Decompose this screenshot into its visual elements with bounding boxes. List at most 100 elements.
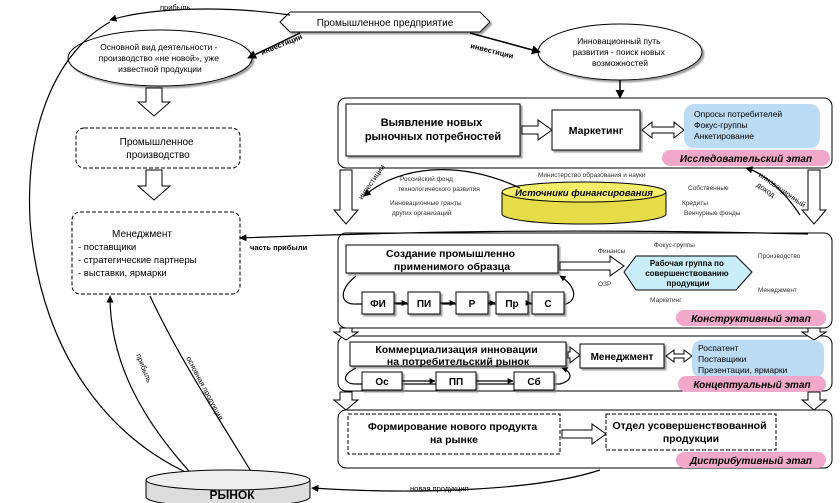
- svg-text:Коммерциализация инновации: Коммерциализация инновации на потребител…: [375, 344, 540, 368]
- innovative-path-line-3: возможностей: [592, 58, 648, 68]
- main-activity-line-2: производство «не новой», уже: [99, 53, 220, 63]
- hollow-arrow-commercialization-management: [567, 345, 581, 365]
- arrow-profit-big-curve: [28, 21, 231, 489]
- workgroup-line-2: совершенствованию: [645, 269, 729, 278]
- fin-note-left-2: технологического развития: [398, 186, 480, 193]
- constructive-step-label-4: Пр: [505, 299, 518, 310]
- commercialization-line-2: на потребительский рынок: [387, 356, 530, 368]
- research-stage-text: Исследовательский этап: [680, 154, 812, 165]
- conceptual-item-1: Роспатент: [698, 343, 739, 353]
- market-node: РЫНОК: [145, 469, 311, 503]
- improved-products-dept-box: Отдел усовершенствованной продукции: [605, 413, 777, 451]
- main-activity-line-3: известной продукции: [118, 64, 202, 74]
- constructive-step-5: С: [531, 291, 565, 315]
- workgroup-note-management: Менеджмент: [758, 287, 797, 294]
- conceptual-info-box: Роспатент Поставщики Презентации, ярмарк…: [692, 340, 824, 378]
- innovative-path-node: Инновационный путь развития - поиск новы…: [537, 23, 703, 81]
- svg-text:Основной вид деятельности -: Основной вид деятельности - производство…: [99, 42, 222, 74]
- hollow-arrow-down-left-3: [332, 391, 360, 411]
- industrial-production-line-1: Промышленное: [120, 137, 194, 148]
- marketing-item-3: Анкетирование: [694, 131, 754, 141]
- fin-note-left-3: Инновационные гранты: [390, 200, 462, 207]
- svg-text:Промышленное производств: Промышленное производство: [120, 137, 197, 161]
- constructive-step-4: Пр: [495, 291, 529, 315]
- svg-text:Выявление новых рыночных: Выявление новых рыночных потребностей: [365, 117, 501, 143]
- innovative-path-line-2: развития - поиск новых: [573, 47, 666, 57]
- constructive-stage-text: Конструктивный этап: [691, 314, 810, 325]
- conceptual-step-label-3: Сб: [527, 376, 540, 388]
- fin-note-right-1: Министерство образования и науки: [538, 171, 646, 179]
- conceptual-step-1: Ос: [361, 371, 403, 391]
- svg-text:Инновационный путь разви: Инновационный путь развития - поиск новы…: [573, 36, 667, 68]
- conceptual-step-2: ПП: [435, 371, 477, 391]
- fin-note-right-3: Кредиты: [682, 200, 708, 207]
- research-stage-label: Исследовательский этап: [662, 150, 830, 166]
- workgroup-note-ozr: ОЗР: [598, 281, 611, 288]
- industrial-production-node: Промышленное производство: [75, 127, 241, 169]
- arrow-profit-top: [109, 8, 291, 22]
- conceptual-step-label-2: ПП: [449, 377, 463, 388]
- arrow-profit-left: [106, 295, 201, 484]
- financing-sources-disk: Источники финансирования: [501, 181, 667, 225]
- innovative-path-line-1: Инновационный путь: [577, 36, 661, 46]
- label-part-profit: часть прибыли: [250, 243, 308, 252]
- hollow-arrow-research-marketing: [521, 119, 553, 141]
- fin-note-left-4: других организаций: [392, 209, 452, 217]
- workgroup-node: Рабочая группа по совершенствованию прод…: [623, 255, 753, 291]
- label-main-products: основная продукция: [184, 355, 225, 422]
- hollow-arrow-1: [136, 87, 172, 117]
- label-profit-top: прибыль: [160, 3, 190, 12]
- enterprise-label: Промышленное предприятие: [317, 18, 454, 29]
- arrow-to-innovative-path: [469, 32, 541, 55]
- hollow-arrow-product-dept: [561, 423, 607, 445]
- conceptual-management-box: Менеджмент: [579, 343, 665, 369]
- dept-line-1: Отдел усовершенствованной: [613, 420, 767, 432]
- constructive-step-label-3: Р: [469, 299, 476, 310]
- workgroup-note-marketing: Маркетинг: [650, 297, 682, 304]
- dept-line-2: продукции: [663, 433, 719, 445]
- prototype-box: Создание промышленно применимого образца: [345, 244, 559, 274]
- distributive-stage-text: Дистрибутивный этап: [689, 455, 812, 467]
- constructive-step-label-5: С: [544, 299, 551, 310]
- fin-note-right-4: Венчурные фонды: [684, 210, 741, 217]
- svg-text:Формирование нового продукта: Формирование нового продукта на рынке: [368, 421, 540, 446]
- workgroup-line-3: продукции: [667, 279, 710, 288]
- research-needs-box: Выявление новых рыночных потребностей: [345, 103, 521, 157]
- new-product-line-2: на рынке: [430, 434, 478, 446]
- conceptual-stage-label: Концептуальный этап: [678, 376, 826, 392]
- conceptual-management-label: Менеджмент: [591, 352, 654, 363]
- commercialization-box: Коммерциализация инновации на потребител…: [349, 341, 567, 368]
- workgroup-note-production: Производство: [758, 253, 801, 260]
- workgroup-note-focus: Фокус-группы: [654, 242, 695, 249]
- commercialization-line-1: Коммерциализация инновации: [375, 344, 537, 356]
- marketing-item-1: Опросы потребителей: [694, 109, 782, 119]
- label-investments-fin: инвестиции: [356, 163, 387, 201]
- constructive-step-1: ФИ: [361, 291, 395, 315]
- prototype-line-2: применимого образца: [394, 261, 510, 273]
- industrial-production-line-2: производство: [126, 150, 190, 161]
- hollow-arrow-down-right-1: [800, 169, 828, 225]
- hollow-arrow-down-left-2: [332, 327, 360, 341]
- arrow-part-profit: [239, 230, 809, 242]
- hollow-arrow-down-right-3: [800, 391, 828, 411]
- hollow-arrow-down-left-1: [332, 169, 360, 225]
- main-activity-line-1: Основной вид деятельности -: [100, 42, 218, 52]
- hollow-arrow-prototype-workgroup: [559, 255, 625, 277]
- hollow-arrow-2: [136, 169, 172, 201]
- conceptual-item-3: Презентации, ярмарки: [698, 365, 788, 375]
- label-profit-left: прибыль: [134, 352, 154, 384]
- enterprise-node: Промышленное предприятие: [279, 11, 491, 33]
- management-node: Менеджмент - поставщики - стратегические…: [71, 211, 241, 295]
- management-item-3: - выставки, ярмарки: [78, 268, 167, 279]
- marketing-label: Маркетинг: [569, 125, 624, 137]
- management-item-2: - стратегические партнеры: [78, 255, 197, 266]
- marketing-item-2: Фокус-группы: [694, 120, 748, 130]
- svg-text:Рабочая группа по соверш: Рабочая группа по совершенствованию прод…: [645, 259, 731, 288]
- market-label: РЫНОК: [209, 488, 255, 502]
- management-title: Менеджмент: [112, 229, 172, 240]
- financing-sources-label: Источники финансирования: [515, 188, 653, 199]
- research-needs-line-1: Выявление новых: [381, 117, 483, 129]
- conceptual-item-2: Поставщики: [698, 354, 747, 364]
- new-product-box: Формирование нового продукта на рынке: [347, 413, 561, 455]
